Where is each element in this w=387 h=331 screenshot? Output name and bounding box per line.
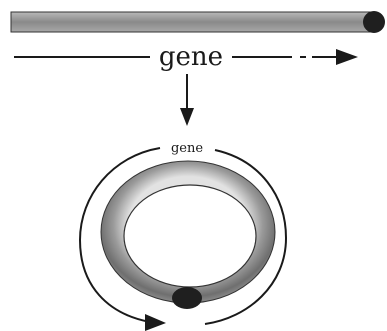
down-arrow xyxy=(180,74,194,126)
circular-gene-label: gene xyxy=(171,141,203,156)
top-gene-label: gene xyxy=(159,42,223,72)
gene-span-arrow: gene xyxy=(14,42,358,72)
circular-dna-molecule xyxy=(101,161,275,309)
down-arrow-head xyxy=(180,108,194,126)
gene-span-arrowhead xyxy=(336,49,358,65)
circular-gene-arrowhead xyxy=(145,314,166,331)
linear-dna-molecule xyxy=(11,11,385,33)
circular-dna-bead xyxy=(172,287,202,309)
linear-dna-bar xyxy=(11,12,373,32)
linear-dna-end-bead xyxy=(363,11,385,33)
circular-dna-ring-hole xyxy=(124,185,256,287)
